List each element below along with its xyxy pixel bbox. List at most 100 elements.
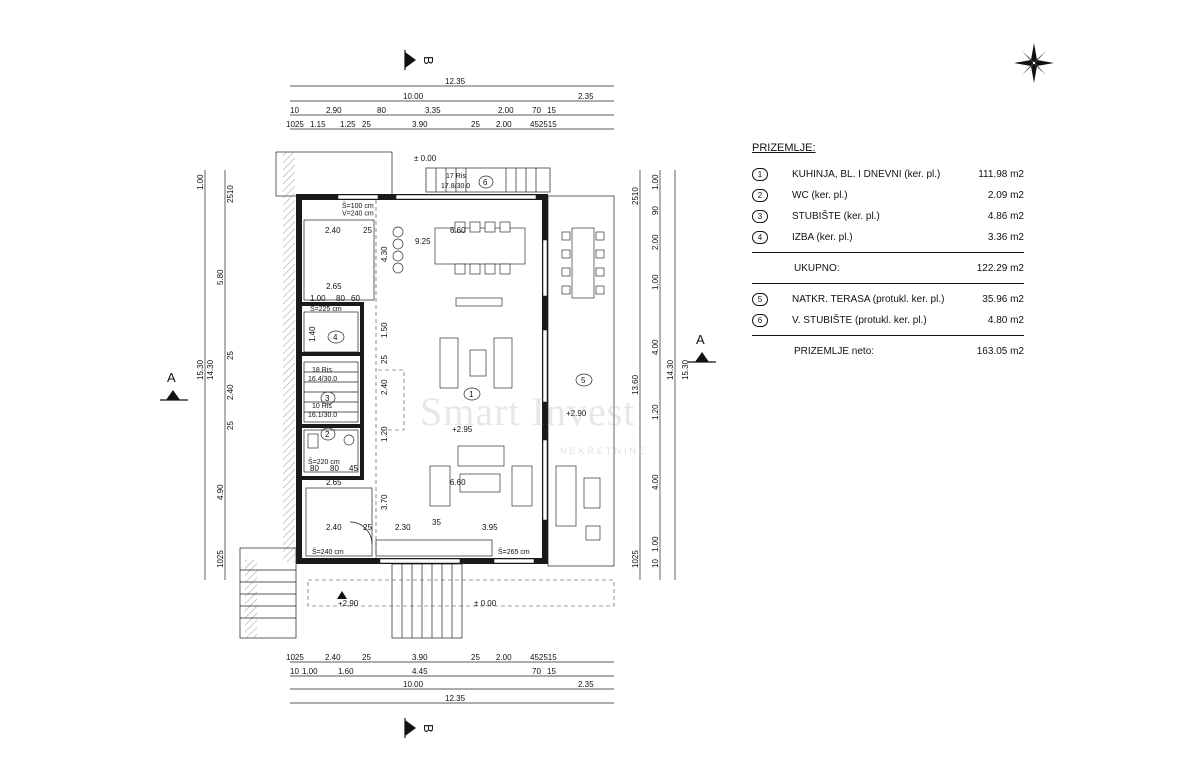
dim-wc-row-0: 80 — [310, 464, 319, 473]
room-tag-5: 5 — [581, 376, 586, 385]
legend-area-6: 4.80 m2 — [987, 315, 1024, 326]
legend-divider-1 — [752, 252, 1024, 253]
dim-top-row3-2: 80 — [377, 106, 386, 115]
legend-total-area: 122.29 m2 — [976, 263, 1024, 274]
dim-left-inner-0: 2510 — [226, 185, 235, 203]
legend-row-1: 1 KUHINJA, BL. I DNEVNI (ker. pl.) 111.9… — [752, 164, 1024, 185]
legend-num-1: 1 — [752, 168, 768, 181]
dim-left-inner-3: 2.40 — [226, 384, 235, 400]
dim-left-outer-0: 1.00 — [196, 174, 205, 190]
legend-net-row: PRIZEMLJE neto: 163.05 m2 — [752, 341, 1024, 362]
area-legend: PRIZEMLJE: 1 KUHINJA, BL. I DNEVNI (ker.… — [752, 142, 1024, 362]
dim-right-outer-4: 1.00 — [651, 536, 660, 552]
living-sofas — [429, 337, 533, 507]
dim-izba-row-0: 1.00 — [310, 294, 326, 303]
dim-low-265: 2.65 — [326, 478, 342, 487]
dim-top-row3-1: 2.90 — [326, 106, 342, 115]
right-dimension-chain: 2510 1.00 90 2.00 1.00 4.00 13.60 1.20 4… — [631, 170, 690, 580]
dim-top-row3-4: 2.00 — [498, 106, 514, 115]
legend-net-label: PRIZEMLJE neto: — [794, 346, 875, 357]
window-tag-3: Š=220 cm — [308, 457, 340, 466]
dim-bot-row2-4: 70 — [532, 667, 541, 676]
dim-right-inner-2: 2.00 — [651, 234, 660, 250]
dim-v-370: 3.70 — [380, 494, 389, 510]
dim-bot-row1-3: 3.90 — [412, 653, 428, 662]
dim-v-240: 2.40 — [380, 379, 389, 395]
legend-num-6: 6 — [752, 314, 768, 327]
dim-bot-row1-1: 2.40 — [325, 653, 341, 662]
room-number-tags: 1 2 3 4 5 6 — [320, 175, 593, 441]
top-dimension-chain: 12.35 10.00 2.35 10 2.90 80 3.35 2.00 70… — [286, 77, 614, 130]
dim-right-outer-3: 10 — [651, 559, 660, 568]
dim-top-row2-a: 10.00 — [403, 92, 424, 101]
dim-top-row4-6: 2.00 — [496, 120, 512, 129]
dim-right-inner-1: 90 — [651, 206, 660, 215]
dim-top-row4-4: 3.90 — [412, 120, 428, 129]
left-dimension-chain: 1.00 5.80 15.30 4.90 1025 2510 14.30 25 … — [196, 170, 235, 580]
dim-bot-row3-0: 10.00 — [403, 680, 424, 689]
legend-num-3: 3 — [752, 210, 768, 223]
legend-name-5: NATKR. TERASA (protukl. ker. pl.) — [792, 294, 945, 305]
dim-top-row4-0: 1025 — [286, 120, 304, 129]
interior-outlines — [303, 219, 493, 557]
legend-total-row: UKUPNO: 122.29 m2 — [752, 258, 1024, 279]
room-tag-2: 2 — [325, 430, 330, 439]
dim-top-row4-2: 1.25 — [340, 120, 356, 129]
dim-wc-row-2: 45 — [349, 464, 358, 473]
dim-bot-row2-5: 15 — [547, 667, 556, 676]
level-bottom-entry: ± 0.00 — [474, 599, 497, 608]
legend-name-3: STUBIŠTE (ker. pl.) — [792, 211, 880, 222]
dim-bot-row1-4: 25 — [471, 653, 480, 662]
dim-right-inner-4: 4.00 — [651, 339, 660, 355]
dim-right-inner-5: 13.60 — [631, 374, 640, 395]
level-top-entry: ± 0.00 — [414, 154, 437, 163]
dim-top-row2-b: 2.35 — [578, 92, 594, 101]
dim-left-outer-2: 15.30 — [196, 359, 205, 380]
room-tag-6: 6 — [483, 178, 488, 187]
section-mark-b-bottom: B — [404, 718, 436, 738]
legend-num-4: 4 — [752, 231, 768, 244]
stair-top-ratio: 17.8/30.0 — [441, 183, 470, 190]
room-tag-1: 1 — [469, 390, 474, 399]
dim-left-inner-4: 25 — [226, 421, 235, 430]
stair-top-risers: 17 Ris — [446, 173, 466, 180]
building-walls — [296, 194, 615, 607]
level-bottom-terrace: +2.90 — [338, 599, 359, 608]
dim-left-outer-3: 4.90 — [216, 484, 225, 500]
section-a-right-label: A — [696, 332, 705, 347]
dim-kitchen-w2: 9.25 — [415, 237, 431, 246]
legend-name-2: WC (ker. pl.) — [792, 190, 848, 201]
dim-izba-row-2: 60 — [351, 294, 360, 303]
dim-top-25: 25 — [363, 226, 372, 235]
dim-top-row4-3: 25 — [362, 120, 371, 129]
legend-row-5: 5 NATKR. TERASA (protukl. ker. pl.) 35.9… — [752, 289, 1024, 310]
window-tag-5: Š=265 cm — [498, 547, 530, 556]
kitchen-island — [434, 227, 526, 307]
dim-bot-row2-3: 4.45 — [412, 667, 428, 676]
legend-divider-3 — [752, 335, 1024, 336]
dim-v-120: 1.20 — [380, 426, 389, 442]
legend-area-3: 4.86 m2 — [987, 211, 1024, 222]
legend-num-2: 2 — [752, 189, 768, 202]
dim-izba-w: 2.65 — [326, 282, 342, 291]
dim-low-240: 2.40 — [326, 523, 342, 532]
dim-top-row4-1: 1.15 — [310, 120, 326, 129]
legend-row-6: 6 V. STUBIŠTE (protukl. ker. pl.) 4.80 m… — [752, 310, 1024, 331]
legend-num-5: 5 — [752, 293, 768, 306]
legend-divider-2 — [752, 283, 1024, 284]
dim-left-outer-1: 5.80 — [216, 269, 225, 285]
legend-title: PRIZEMLJE: — [752, 142, 816, 154]
stair-in-risers: 18 Ris — [312, 367, 332, 374]
dim-bot-row1-6: 452515 — [530, 653, 557, 662]
dim-low-25: 25 — [363, 523, 372, 532]
window-tag-4: Š=240 cm — [312, 547, 344, 556]
window-tag-2: Š=225 cm — [310, 304, 342, 313]
dim-left-outer-4: 1025 — [216, 550, 225, 568]
stair-in-risers-2: 10 Ris — [312, 403, 332, 410]
dim-bot-row3-1: 2.35 — [578, 680, 594, 689]
dim-top-row3-0: 10 — [290, 106, 299, 115]
section-mark-b-top: B — [404, 50, 436, 70]
legend-net-area: 163.05 m2 — [976, 346, 1024, 357]
dim-wc-row-1: 80 — [330, 464, 339, 473]
